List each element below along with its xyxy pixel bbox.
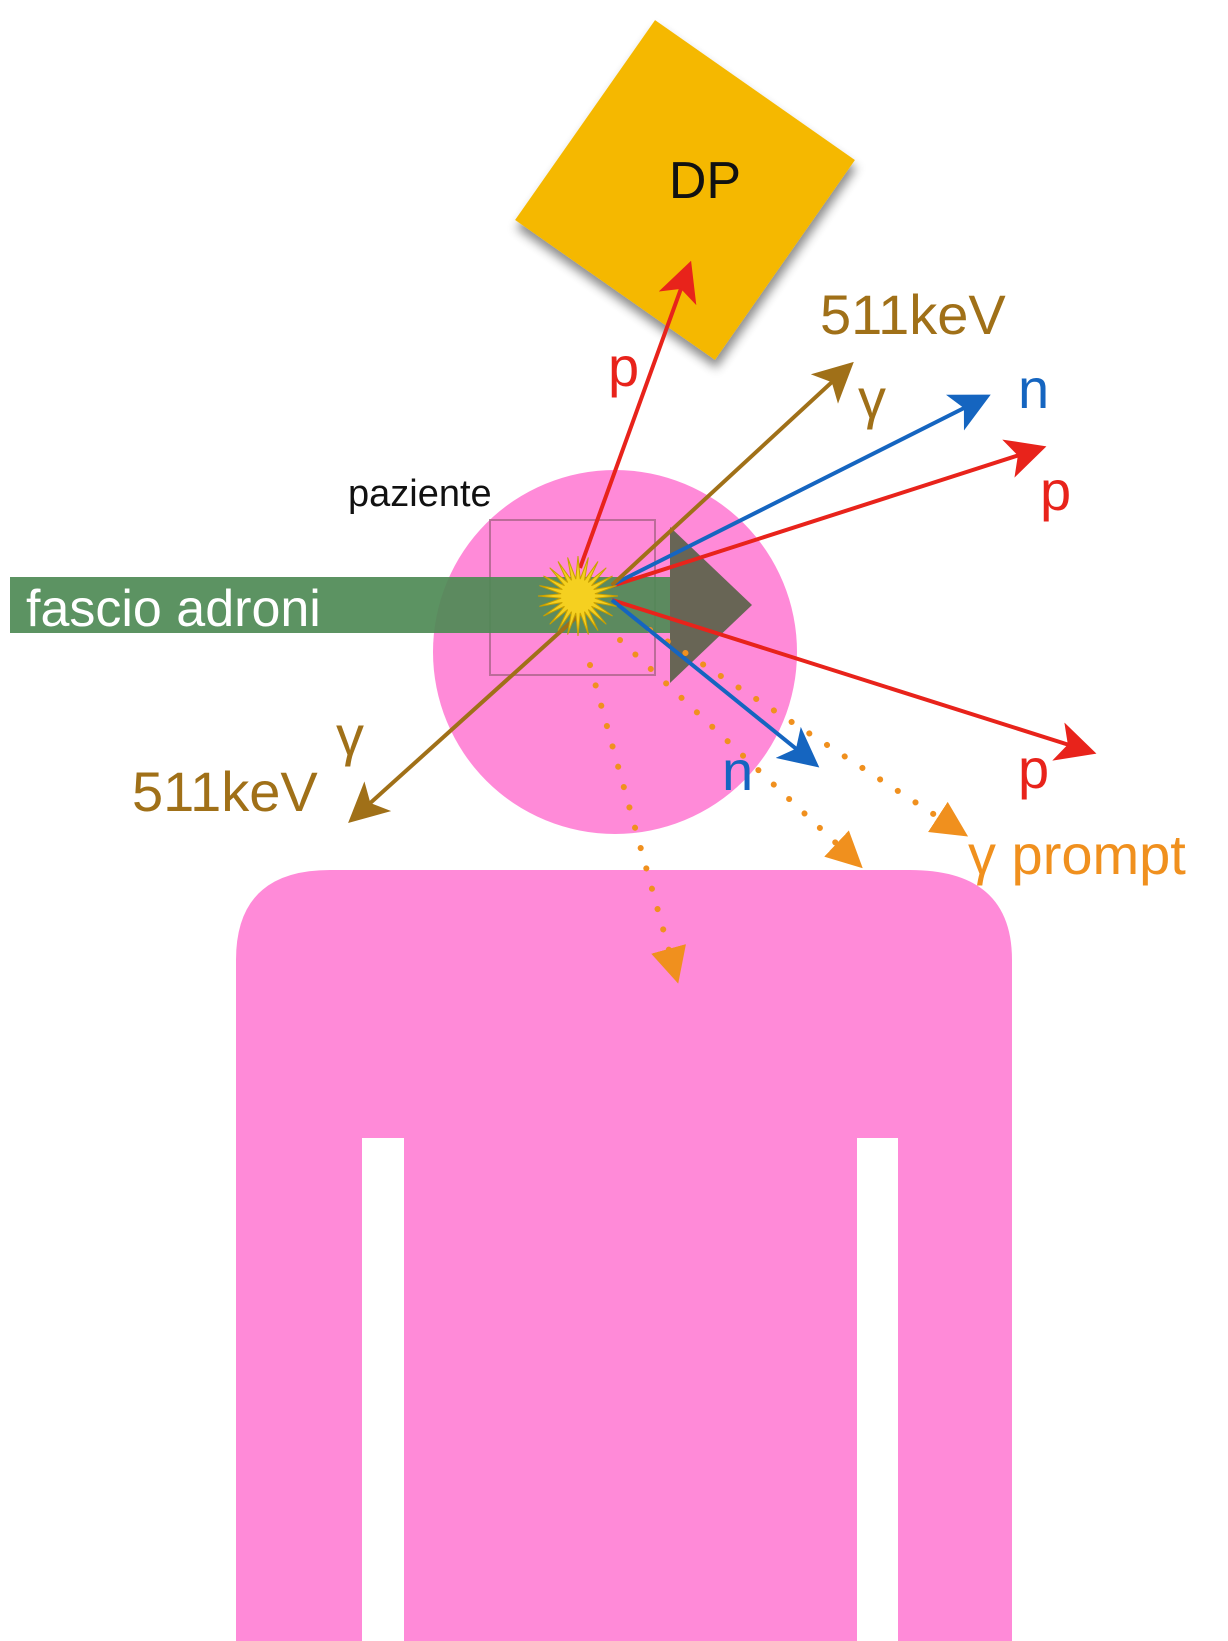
interaction-vertex-starburst — [538, 556, 618, 636]
patient-silhouette — [236, 470, 1012, 1641]
detector-label: DP — [669, 152, 741, 210]
gamma-511-lower-symbol-label: γ — [336, 704, 364, 767]
gamma-511-upper-symbol-label: γ — [858, 367, 886, 430]
beam-label: fascio adroni — [26, 580, 321, 638]
proton-upper-right-label: p — [1040, 459, 1071, 522]
patient-label: paziente — [348, 473, 492, 515]
neutron-upper-label: n — [1018, 357, 1049, 420]
gamma-511-upper-energy-label: 511keV — [820, 283, 1006, 346]
gamma-511-lower-energy-label: 511keV — [132, 760, 318, 823]
proton-lower-right-label: p — [1018, 737, 1049, 800]
prompt-gamma-label: γ prompt — [968, 823, 1186, 886]
patient-torso — [236, 870, 1012, 1641]
proton-to-detector-label: p — [608, 335, 639, 398]
neutron-lower-label: n — [722, 739, 753, 802]
